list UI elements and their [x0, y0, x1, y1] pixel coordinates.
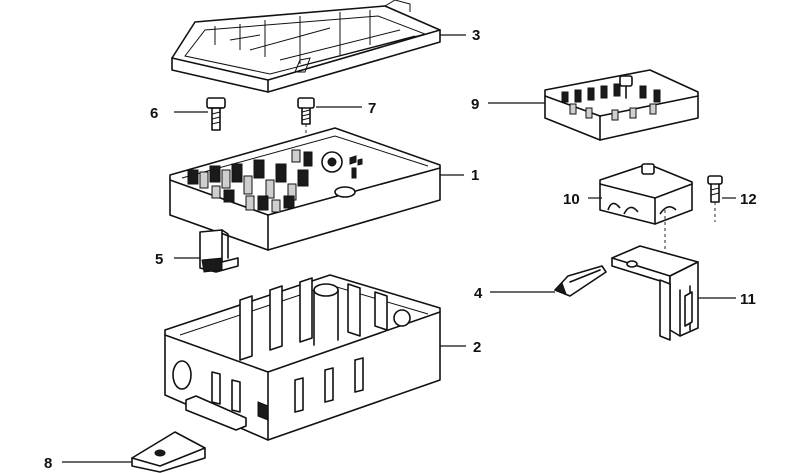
callout-3: 3: [472, 27, 480, 44]
part-3-fuse-box-cover: [171, 0, 441, 93]
callout-1: 1: [471, 167, 479, 184]
part-4-fuse: [554, 265, 607, 297]
callout-10: 10: [563, 191, 580, 208]
callout-5: 5: [155, 251, 163, 268]
fuse-terminals: [187, 149, 313, 213]
part-6-screw: [206, 97, 226, 131]
callout-4: 4: [474, 285, 483, 302]
part-12-screw: [707, 175, 723, 222]
callout-9: 9: [471, 96, 479, 113]
callout-labels: 1 2 3 4 5 6 7 8 9 10 11 12: [44, 27, 757, 472]
part-2-lower-housing: [164, 274, 441, 441]
part-9-terminal-block: [544, 69, 699, 141]
leader-lines: [62, 34, 736, 463]
callout-2: 2: [473, 339, 481, 356]
part-5-clip: [199, 229, 239, 273]
part-10-cap: [599, 163, 693, 268]
callout-12: 12: [740, 191, 757, 208]
terminal-block-screws: [561, 83, 661, 121]
callout-8: 8: [44, 455, 52, 472]
callout-6: 6: [150, 105, 158, 122]
part-11-mounting-bracket: [611, 245, 699, 341]
part-8-bracket: [131, 431, 206, 473]
part-1-fuse-box-body: [169, 127, 441, 251]
callout-7: 7: [368, 100, 376, 117]
callout-11: 11: [740, 291, 756, 308]
